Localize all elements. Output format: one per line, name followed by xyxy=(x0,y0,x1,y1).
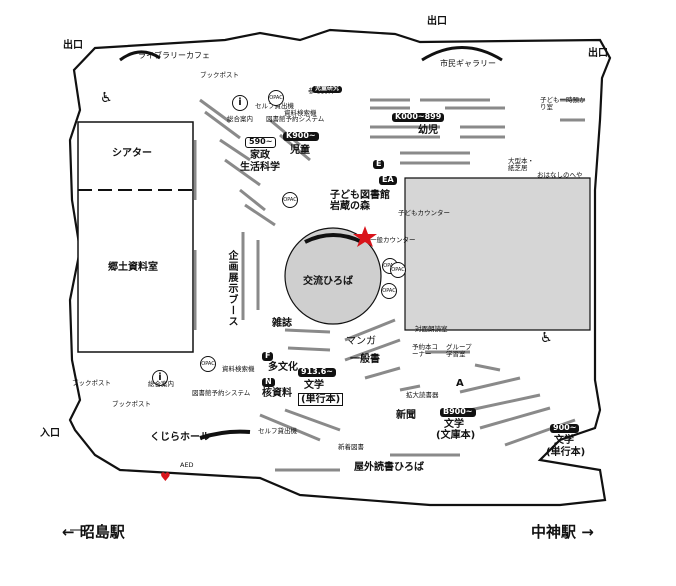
exchange-plaza-circle xyxy=(284,227,382,325)
shelf-paperback: (文庫本) xyxy=(436,430,476,441)
enlarged-books-label: 拡大読書器 xyxy=(406,391,439,399)
wheelchair-icon: ♿ xyxy=(100,90,113,106)
general-counter-label: 一般カウンター xyxy=(370,236,416,244)
shelf-manga: マンガ xyxy=(346,336,376,347)
shelf-913: 913.6~ xyxy=(298,367,337,377)
opac-terminal-icon: OPAC xyxy=(268,90,284,106)
aed-label: AED xyxy=(180,461,194,469)
shelf-e: E xyxy=(373,159,385,169)
opac-terminal-icon: OPAC xyxy=(282,192,298,208)
shelf-590: 590~ xyxy=(245,137,277,148)
exchange-plaza-label: 交流ひろば xyxy=(303,276,353,287)
citizen-gallery-label: 市民ギャラリー xyxy=(440,59,496,68)
shelf-youth: 幼児 xyxy=(418,125,438,136)
shelf-k900: K900~ xyxy=(283,131,319,141)
shelf-single-volume2: (単行本) xyxy=(546,447,586,458)
exhibition-booth-label: 企画展示ブース xyxy=(226,250,237,327)
shelf-literature3: 文学 xyxy=(554,435,574,446)
shelf-children-research: 児童研究 xyxy=(312,85,343,93)
opac-terminal-icon: OPAC xyxy=(390,262,406,278)
shelves xyxy=(193,98,585,472)
shelf-literature: 文学 xyxy=(304,380,324,391)
child-care-label: 子ども一時預かり室 xyxy=(540,96,586,112)
shelf-multicultural: 多文化 xyxy=(268,362,298,373)
opac-terminal-icon: OPAC xyxy=(200,356,216,372)
shelf-newspapers: 新聞 xyxy=(396,410,416,421)
childrens-area xyxy=(404,177,591,331)
shelf-a: A xyxy=(456,378,464,389)
shelf-single-volume: (単行本) xyxy=(298,393,344,406)
current-location-star xyxy=(353,226,377,247)
book-post-label: ブックポスト xyxy=(200,71,239,79)
search-system2-label: 資料検索機 xyxy=(222,365,255,373)
childrens-library-label: 子ども図書館岩蔵の森 xyxy=(330,190,390,212)
reserved-books-label: 予約本コーナー xyxy=(412,343,438,359)
aed-heart-icon: ♥ xyxy=(160,470,171,484)
outdoor-reading-label: 屋外読書ひろば xyxy=(354,462,424,473)
book-post2-label: ブックポスト xyxy=(72,379,111,387)
group-study-label: グループ学習室 xyxy=(446,343,472,359)
wheelchair-icon: ♿ xyxy=(540,330,553,346)
library-cafe-label: ライブラリーカフェ xyxy=(138,51,210,60)
shelf-life-science: 生活科学 xyxy=(240,162,280,173)
search-system-label: 資料検索機 xyxy=(284,109,317,117)
shelf-900: 900~ xyxy=(550,423,580,433)
shelf-f: F xyxy=(262,351,274,361)
shelf-magazines: 雑誌 xyxy=(272,318,292,329)
shelf-n: N xyxy=(262,377,275,387)
entrance-label: 入口 xyxy=(40,428,60,439)
shelf-k000: K000~899 xyxy=(392,112,445,122)
opac-terminal-icon: OPAC xyxy=(381,283,397,299)
story-room-label: おはなしのへや xyxy=(537,171,583,179)
reservation-system2-label: 図書館予約システム xyxy=(192,389,251,397)
shelf-b900: B900~ xyxy=(440,407,476,417)
akishima-station-direction: ← 昭島駅 xyxy=(62,523,125,541)
reservation-system-label: 図書館予約システム xyxy=(266,115,325,123)
nakagami-station-direction: 中神駅 → xyxy=(531,523,594,541)
shelf-literature2: 文学 xyxy=(444,419,464,430)
kujira-hall-label: くじらホール xyxy=(150,432,210,443)
children-counter-label: 子どもカウンター xyxy=(398,209,450,217)
book-post3-label: ブックポスト xyxy=(112,400,151,408)
picture-books-label: 大型本・紙芝居 xyxy=(508,157,534,173)
shelf-general: 一般書 xyxy=(350,354,380,365)
theater-room xyxy=(77,121,194,353)
new-books-label: 新着図書 xyxy=(338,443,364,451)
shelf-children: 児童 xyxy=(290,145,310,156)
self-checkout-label: セルフ貸出機 xyxy=(255,102,294,110)
exit-label-top-right: 出口 xyxy=(427,16,447,27)
exit-label-top-left: 出口 xyxy=(63,40,83,51)
shelf-n-label: 核資料 xyxy=(262,388,292,399)
exit-label-right: 出口 xyxy=(588,48,608,59)
reading-room-label: 対面朗読室 xyxy=(415,325,448,333)
info-icon: i xyxy=(232,95,248,111)
theater-label: シアター xyxy=(112,148,152,159)
local-archives-label: 郷土資料室 xyxy=(108,262,158,273)
shelf-home: 家政 xyxy=(250,150,270,161)
self-checkout2-label: セルフ貸出機 xyxy=(258,427,297,435)
shelf-ea: EA xyxy=(379,175,397,185)
general-info-label: 総合案内 xyxy=(227,115,253,123)
info-icon: i xyxy=(152,370,168,386)
